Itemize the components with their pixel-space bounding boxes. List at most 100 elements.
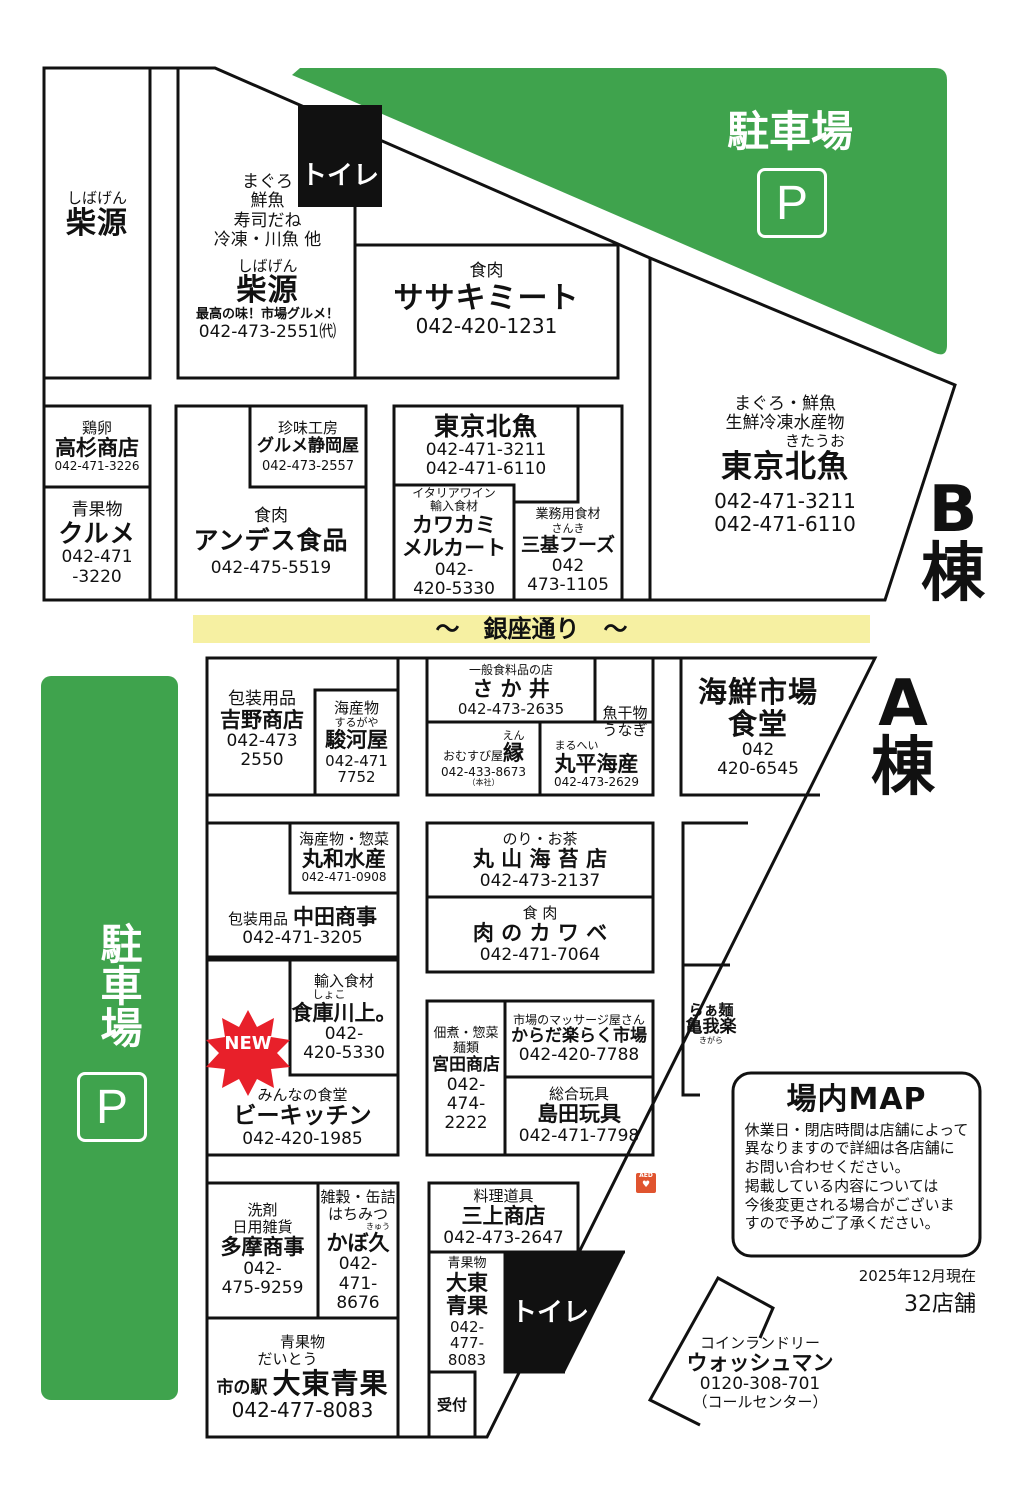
shop-name: 青果 <box>446 1294 488 1319</box>
category: 日用雑貨 <box>232 1218 293 1237</box>
phone: 042-471-0908 <box>301 870 387 885</box>
shop-kurume[interactable]: 青果物 クルメ 042-471 -3220 <box>44 490 150 598</box>
aed-label: AED <box>639 1172 653 1179</box>
category: 食肉 <box>469 261 504 282</box>
parking-left-area <box>41 676 178 1400</box>
shop-name: 大東青果 <box>272 1366 389 1400</box>
shop-name: 大東 <box>446 1270 488 1295</box>
shop-tokyo-kitauo[interactable]: 東京北魚 042-471-3211 042-471-6110 <box>394 408 578 484</box>
shop-nakata[interactable]: 包装用品 中田商事 042-471-3205 <box>207 898 398 956</box>
info-line: 休業日・閉店時間は店舗によって <box>744 1120 969 1139</box>
info-title: 場内MAP <box>786 1082 927 1117</box>
shop-yoshino[interactable]: 包装用品 吉野商店 042-473 2550 <box>207 680 317 780</box>
shop-sakai[interactable]: 一般食料品の店 さ か 井 042-473-2635 <box>427 660 595 722</box>
shop-tokyo-kitauo-main[interactable]: まぐろ・鮮魚 生鮮冷凍水産物 きたうお 東京北魚 042-471-3211 04… <box>680 380 890 550</box>
parking-top-area <box>292 68 947 355</box>
shop-karada-rakuraku[interactable]: 市場のマッサージ屋さん からだ楽らく市場 042-420-7788 <box>505 1003 653 1076</box>
phone: 2222 <box>444 1112 488 1133</box>
phone: 042-473-2629 <box>553 775 639 790</box>
shop-kawabe-meat[interactable]: 食 肉 肉 の カ ワ ベ 042-471-7064 <box>427 899 653 971</box>
shop-name: カワカミ <box>412 512 496 537</box>
shop-name: 柴源 <box>236 273 299 309</box>
category: 食肉 <box>254 506 288 527</box>
phone: 042-473-2647 <box>443 1227 564 1248</box>
shop-name: グルメ静岡屋 <box>257 435 359 456</box>
phone: 471- <box>338 1273 378 1294</box>
shop-maruhei[interactable]: まるへい 丸平海産 042-473-2629 <box>540 736 653 794</box>
shop-daito-seika-small[interactable]: 青果物 大東 青果 042- 477- 8083 <box>429 1256 505 1370</box>
coin-laundry-washman[interactable]: コインランドリー ウォッシュマン 0120-308-701 （コールセンター） <box>675 1328 845 1418</box>
shop-kaisen-shokudo[interactable]: 海鮮市場 食堂 042 420-6545 <box>683 665 833 790</box>
category: 洗剤 <box>247 1201 278 1220</box>
info-line: すので予めご了承ください。 <box>744 1214 940 1233</box>
category: 料理道具 <box>473 1187 534 1206</box>
shop-daito-seika[interactable]: 青果物 だいとう 市の駅 大東青果 042-477-8083 <box>207 1322 398 1434</box>
note: （本社） <box>467 778 500 788</box>
parking-top-label: 駐車場 <box>726 107 853 156</box>
category: 総合玩具 <box>548 1085 609 1104</box>
phone: 042-471-6110 <box>425 459 547 479</box>
phone: 420-5330 <box>303 1043 385 1064</box>
phone: 042- <box>324 1024 364 1045</box>
category: 雑穀・缶詰 <box>320 1188 396 1207</box>
shop-takasugi[interactable]: 鶏卵 高杉商店 042-471-3226 <box>44 408 150 486</box>
category: 包装用品 <box>227 909 288 928</box>
phone: 474- <box>446 1093 486 1114</box>
category: 佃煮・惣菜 <box>433 1026 499 1042</box>
shop-name: 中田商事 <box>293 904 378 929</box>
category: 鮮魚 <box>250 191 285 212</box>
category: 海産物 <box>333 698 379 717</box>
phone: 042-471-6110 <box>714 511 856 536</box>
shop-name: 肉 の カ ワ ベ <box>472 921 608 946</box>
shop-sanki-foods[interactable]: 業務用食材 さんき 三基フーズ 042 473-1105 <box>514 504 622 599</box>
shop-name: 海鮮市場 <box>697 675 818 709</box>
shop-name: 三基フーズ <box>520 534 616 557</box>
reception[interactable]: 受付 <box>429 1375 475 1435</box>
phone: 042-471-3226 <box>54 459 140 474</box>
category: 青果物 <box>71 500 123 521</box>
phone: 042- <box>338 1254 378 1275</box>
phone: 7752 <box>337 768 376 787</box>
category: 珍味工房 <box>277 418 338 437</box>
parking-left-label: 駐車場 <box>94 922 143 1048</box>
phone: -3220 <box>72 566 122 587</box>
shop-andes[interactable]: 食肉 アンデス食品 042-475-5519 <box>176 495 366 590</box>
shop-kawakami-mercato[interactable]: イタリアワイン 輸入食材 カワカミ メルカート 042- 420-5330 <box>394 486 514 599</box>
shop-kabokyu[interactable]: 雑穀・缶詰 はちみつ きゅう かぼ久 042- 471- 8676 <box>318 1185 398 1317</box>
shop-name: 吉野商店 <box>220 707 304 732</box>
building-a-label: A 棟 <box>871 667 935 805</box>
shop-mikami[interactable]: 料理道具 三上商店 042-473-2647 <box>429 1185 578 1251</box>
shop-name: 亀我楽 <box>685 1017 737 1038</box>
shop-shibagen-1[interactable]: しばげん 柴源 <box>44 180 150 250</box>
shop-kigara-ramen[interactable]: らぁ麺 亀我楽 きがら <box>683 1000 739 1048</box>
shop-miyata[interactable]: 佃煮・惣菜 麺類 宮田商店 042- 474- 2222 <box>427 1010 505 1150</box>
category: 食 肉 <box>522 904 558 923</box>
shop-tama-shoji[interactable]: 洗剤 日用雑貨 多摩商事 042- 475-9259 <box>207 1190 318 1310</box>
shop-name: 丸和水産 <box>302 846 386 871</box>
shop-surugaya[interactable]: 海産物 するがや 駿河屋 042-471 7752 <box>315 692 398 794</box>
shop-gourmet-shizuokaya[interactable]: 珍味工房 グルメ静岡屋 042-473-2557 <box>250 408 366 486</box>
category: 鶏卵 <box>81 419 112 438</box>
ruby: えん <box>502 728 525 742</box>
parking-left-p-icon: P <box>77 1072 147 1142</box>
shop-maruwa-suisan[interactable]: 海産物・惣菜 丸和水産 042-471-0908 <box>290 825 398 891</box>
phone: 042 <box>741 739 775 760</box>
toilet-a <box>505 1252 625 1372</box>
shop-name: ビーキッチン <box>233 1103 372 1129</box>
phone: 042-471 <box>325 751 388 770</box>
shop-name: ササキミート <box>393 280 580 316</box>
phone: 042 <box>551 555 585 576</box>
shop-shibagen-2[interactable]: まぐろ 鮮魚 寿司だね 冷凍・川魚 他 しばげん 柴源 最高の味！市場グルメ！ … <box>180 145 355 370</box>
shop-maruyama-nori[interactable]: のり・お茶 丸 山 海 苔 店 042-473-2137 <box>427 825 653 897</box>
shop-name: ウォッシュマン <box>686 1350 834 1375</box>
phone: 477- <box>449 1334 485 1353</box>
category: 海産物・惣菜 <box>298 830 389 849</box>
phone: 042-471-3211 <box>425 439 547 460</box>
phone: 042-473-2137 <box>479 870 601 891</box>
shop-shoko-kawakami[interactable]: 輸入食材 しょこ 食庫川上。 042- 420-5330 <box>290 962 398 1074</box>
shop-omusubi-en[interactable]: えん おむすび屋縁 042-433-8673 （本社） <box>427 724 540 794</box>
toilet-a-label: トイレ <box>510 1298 589 1328</box>
shop-shimada-toys[interactable]: 総合玩具 島田玩具 042-471-7798 <box>505 1079 653 1153</box>
shop-sasaki-meat[interactable]: 食肉 ササキミート 042-420-1231 <box>355 250 618 350</box>
shop-b-kitchen[interactable]: みんなの食堂 ビーキッチン 042-420-1985 <box>207 1083 398 1153</box>
